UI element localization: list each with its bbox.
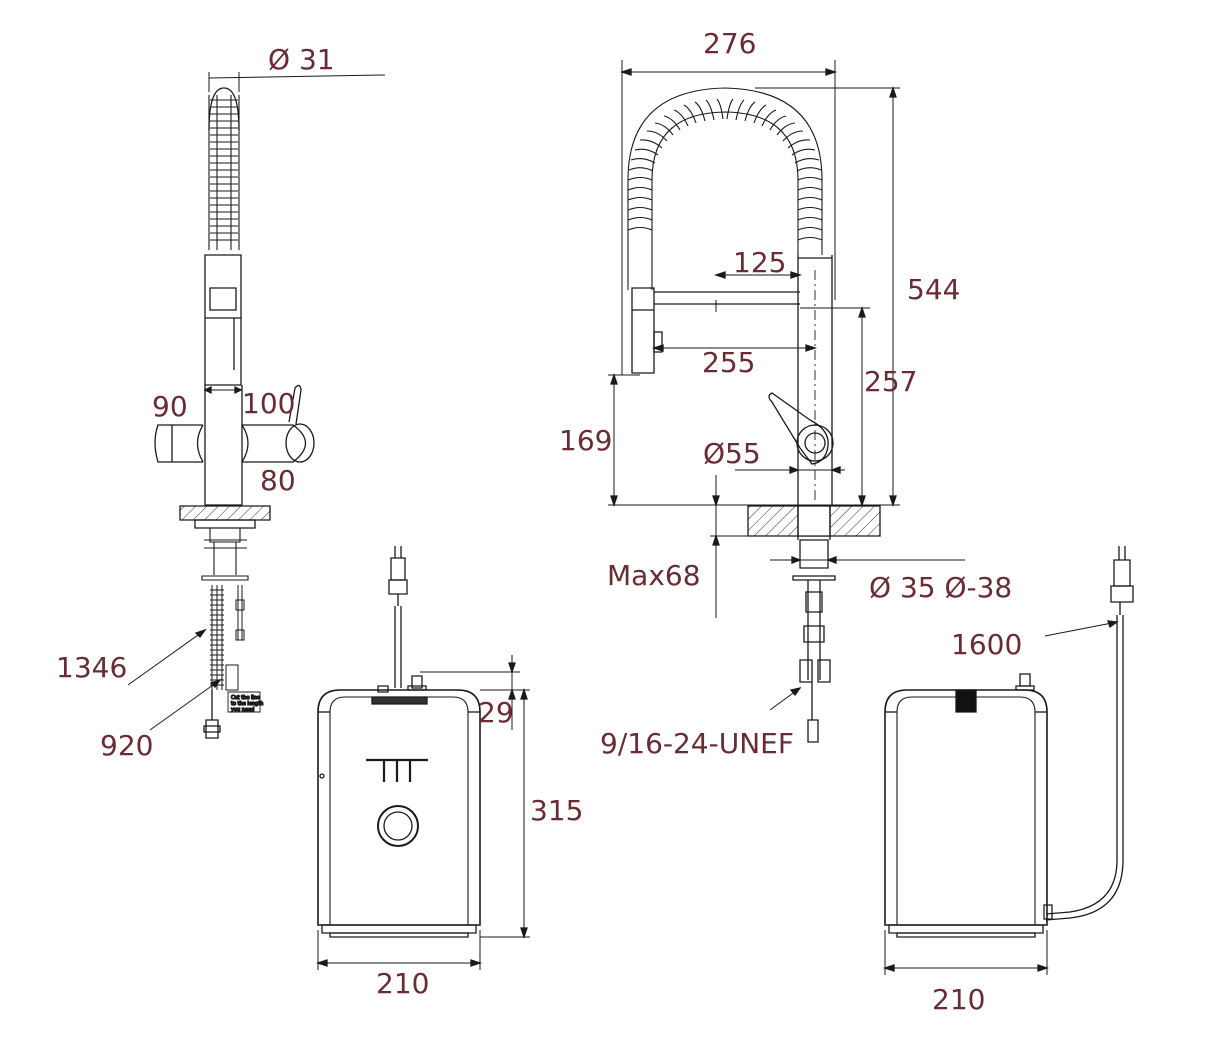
dim-125: 125 <box>733 246 787 279</box>
dim-210-right: 210 <box>932 983 986 1016</box>
leader-920 <box>150 680 220 730</box>
dim-544: 544 <box>907 273 961 306</box>
dim-90: 90 <box>152 390 188 423</box>
right-hub <box>242 425 306 462</box>
dim-257: 257 <box>864 365 918 398</box>
spray-head-side <box>632 288 662 373</box>
dim-276: 276 <box>703 27 757 60</box>
tank-front <box>318 546 530 970</box>
power-plug-front <box>389 546 407 688</box>
power-plug-side <box>1046 546 1133 920</box>
spring-coil-front <box>209 95 239 250</box>
dim-255: 255 <box>702 346 756 379</box>
spring-coil-side <box>628 88 822 290</box>
upper-body <box>205 255 241 385</box>
dim-315: 315 <box>530 794 584 827</box>
faucet-side-view <box>608 60 965 742</box>
dim-29: 29 <box>478 696 514 729</box>
shank-side <box>770 540 965 742</box>
hose-tag <box>228 692 260 712</box>
holder-arm <box>654 272 800 312</box>
spray-head-clip <box>210 288 236 310</box>
dim-thread: 9/16-24-UNEF <box>600 727 794 760</box>
deck-plate <box>180 506 270 520</box>
dim-210-left: 210 <box>376 967 430 1000</box>
hose-tag-line2: to the length <box>231 701 263 707</box>
dim-169: 169 <box>559 424 613 457</box>
handle-lever <box>289 385 301 424</box>
dim-80: 80 <box>260 464 296 497</box>
handle-lever-side <box>769 393 828 464</box>
lower-body <box>205 385 242 505</box>
leader-d31 <box>209 75 385 78</box>
brand-logo <box>366 760 428 782</box>
hose-coil <box>210 585 244 690</box>
leader-1346 <box>128 630 205 685</box>
dim-d31: Ø 31 <box>268 43 335 76</box>
hose-tag-line1: Cut the line <box>231 695 260 701</box>
dim-1600: 1600 <box>951 628 1023 661</box>
dim-1346: 1346 <box>56 651 128 684</box>
tank-side <box>885 546 1133 975</box>
main-column <box>798 255 832 505</box>
tank-button <box>378 806 418 846</box>
spring-top-cap <box>209 88 239 130</box>
dim-d55: Ø55 <box>703 437 761 470</box>
hose-end-fitting <box>204 690 220 738</box>
dim-100: 100 <box>242 387 296 420</box>
mounting-shank <box>202 528 248 580</box>
dim-d35-d38: Ø 35 Ø-38 <box>869 571 1013 604</box>
left-stub <box>155 425 203 462</box>
dim-920: 920 <box>100 729 154 762</box>
dim-max68: Max68 <box>607 559 701 592</box>
faucet-front-view: Cut the line to the length you need <box>128 72 385 738</box>
hose-tag-line3: you need <box>231 707 254 713</box>
